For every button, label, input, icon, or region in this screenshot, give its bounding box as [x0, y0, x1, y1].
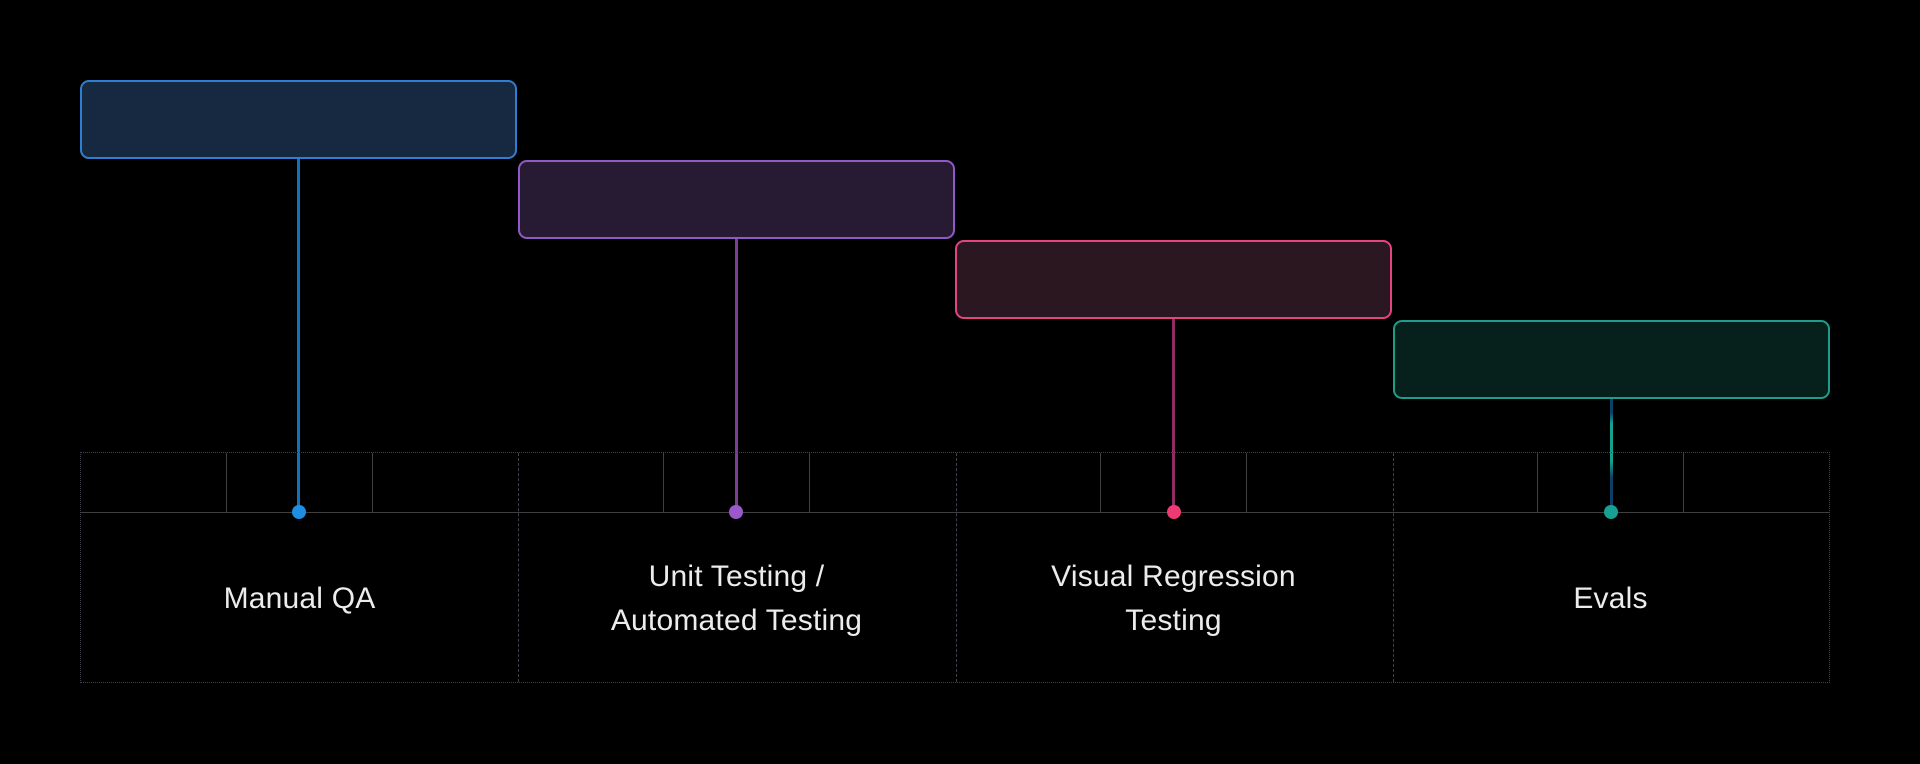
- timeline-table: Manual QA Unit Testing / Automated Testi…: [80, 452, 1830, 683]
- section-divider: [518, 453, 519, 682]
- stage-label-line: Visual Regression: [1051, 559, 1296, 593]
- stage-label-evals: Evals: [1392, 513, 1829, 684]
- connector-line-evals: [1610, 399, 1613, 512]
- tick-cell: [1538, 453, 1684, 512]
- tick-cell: [1247, 453, 1392, 512]
- tick-cell: [518, 453, 664, 512]
- timeline-dot-evals: [1604, 505, 1618, 519]
- stage-label-line: Testing: [1125, 603, 1222, 637]
- stage-box-visual-regression-testing: [955, 240, 1392, 319]
- stage-label-line: Evals: [1573, 581, 1648, 615]
- timeline-dot-manual-qa: [292, 505, 306, 519]
- stage-box-evals: [1393, 320, 1830, 399]
- stage-box-manual-qa: [80, 80, 517, 159]
- section-divider: [1393, 453, 1394, 682]
- tick-cell: [664, 453, 810, 512]
- stage-label-visual-regression-testing: Visual Regression Testing: [955, 513, 1392, 684]
- stage-box-unit-automated-testing: [518, 160, 955, 239]
- timeline-labels-row: Manual QA Unit Testing / Automated Testi…: [81, 513, 1829, 684]
- tick-cell: [955, 453, 1101, 512]
- tick-cell: [1684, 453, 1829, 512]
- stage-label-line: Automated Testing: [610, 603, 863, 637]
- tick-cell: [227, 453, 373, 512]
- tick-cell: [1392, 453, 1538, 512]
- stage-label-unit-automated-testing: Unit Testing / Automated Testing: [518, 513, 955, 684]
- stage-label-manual-qa: Manual QA: [81, 513, 518, 684]
- timeline-tick-row: [81, 453, 1829, 513]
- tick-cell: [810, 453, 955, 512]
- tick-cell: [373, 453, 518, 512]
- connector-line-manual-qa: [297, 159, 300, 512]
- tick-cell: [81, 453, 227, 512]
- tick-cell: [1101, 453, 1247, 512]
- connector-line-visual-regression-testing: [1172, 319, 1175, 512]
- section-divider: [956, 453, 957, 682]
- stage-label-line: Unit Testing /: [648, 559, 825, 593]
- connector-line-unit-automated-testing: [735, 239, 738, 512]
- timeline-dot-unit-automated-testing: [729, 505, 743, 519]
- stage-label-line: Manual QA: [223, 581, 376, 615]
- timeline-dot-visual-regression-testing: [1167, 505, 1181, 519]
